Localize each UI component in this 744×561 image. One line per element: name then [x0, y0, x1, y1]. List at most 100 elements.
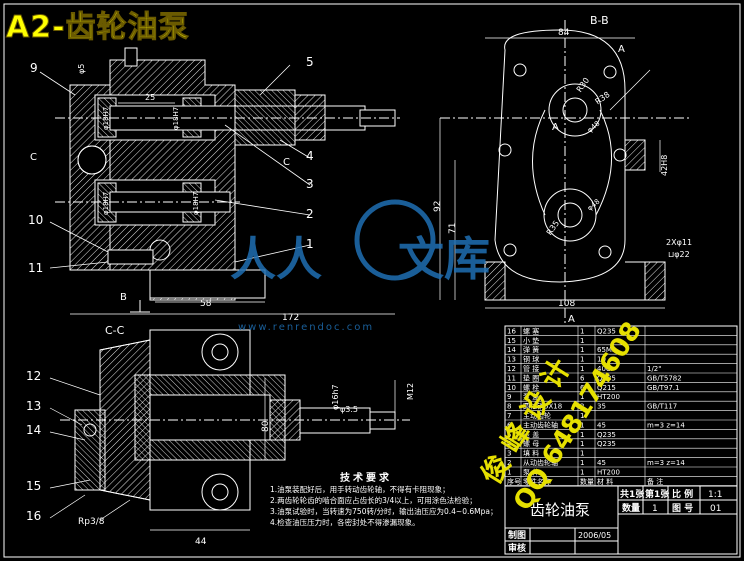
- balloon-numbers-main: 9 5 4 3 2 1 10 11: [28, 55, 314, 275]
- table-cell: 填 料: [523, 449, 539, 458]
- table-cell: 5: [507, 431, 511, 439]
- table-cell: 35: [597, 403, 606, 411]
- tech-requirements: 1.油泵装配好后，用手转动齿轮轴，不得有卡阻现象； 2.两齿轮轮齿的啮合面应占齿…: [270, 470, 502, 528]
- table-cell: 1: [580, 327, 584, 335]
- balloon-numbers-cc: 12 13 14 15 16: [26, 369, 41, 523]
- balloon-13: 13: [26, 399, 41, 413]
- tech-item-1: 1.油泵装配好后，用手转动齿轮轴，不得有卡阻现象；: [270, 485, 450, 494]
- table-header-cell: 备 注: [647, 477, 663, 486]
- table-cell: 管 接: [523, 364, 539, 373]
- label-b: B: [120, 292, 127, 303]
- table-cell: 1: [580, 365, 584, 373]
- date: 2006/05: [578, 531, 611, 540]
- logo-left-text: 人人: [230, 232, 322, 286]
- table-cell: 10: [597, 356, 606, 364]
- table-cell: 垫 圈: [523, 373, 539, 382]
- dim-16h7: φ16h7: [331, 384, 340, 410]
- dim-84: 84: [558, 28, 570, 38]
- main-section-view: [55, 47, 400, 313]
- logo-circle-icon: [354, 199, 436, 281]
- scale-label: 比 例: [672, 488, 693, 500]
- drawing-no-label: 图 号: [672, 503, 693, 514]
- table-header-cell: 材 料: [597, 477, 613, 486]
- table-cell: 螺 塞: [523, 326, 539, 335]
- label-a-bottom: A: [568, 314, 575, 325]
- sheet-border: [3, 3, 741, 558]
- dim-80: 80: [261, 420, 271, 432]
- sheet-label: 共1张: [620, 488, 645, 500]
- dim-58: 58: [200, 299, 212, 309]
- balloon-5: 5: [306, 55, 314, 69]
- balloon-10: 10: [28, 213, 43, 227]
- table-cell: Q235: [597, 440, 616, 448]
- tech-item-3: 3.油泵试验时，当转速为750转/分时，输出油压应为0.4~0.6Mpa；: [270, 507, 498, 516]
- side-dim-lines: [439, 37, 665, 309]
- table-cell: 螺 母: [523, 439, 539, 448]
- dim-92: 92: [433, 201, 443, 212]
- table-cell: 1: [580, 356, 584, 364]
- dim-48b: φ48: [586, 198, 602, 213]
- table-cell: 15: [507, 337, 516, 345]
- table-cell: 6: [580, 384, 585, 392]
- table-cell: 6: [507, 421, 512, 429]
- table-cell: 弹 簧: [523, 345, 539, 354]
- dim-18d: φ18H7: [192, 192, 200, 215]
- table-header-cell: 序号: [507, 477, 521, 486]
- dim-r30: R30: [575, 76, 591, 94]
- table-cell: 小 垫: [523, 336, 539, 345]
- dim-d-top: φ5: [77, 64, 86, 74]
- table-cell: m=3 z=14: [647, 421, 685, 429]
- section-cc-view: [60, 329, 410, 511]
- table-cell: GB/T97.1: [647, 384, 679, 392]
- dim-18c: φ18H7: [102, 192, 110, 215]
- tech-item-4: 4.检查油压压力时，各密封处不得渗漏现象。: [270, 518, 420, 527]
- balloon-1: 1: [306, 237, 314, 251]
- table-cell: 14: [507, 346, 516, 354]
- tech-requirements-title: 技术要求: [340, 473, 392, 484]
- table-cell: HT200: [597, 468, 620, 476]
- table-cell: 1: [580, 431, 584, 439]
- label-a-mid: A: [552, 122, 559, 133]
- table-cell: 1: [507, 468, 511, 476]
- table-cell: 45: [597, 459, 606, 467]
- dim-rp38: Rp3/8: [78, 517, 105, 527]
- table-cell: 40Cr: [597, 365, 614, 373]
- section-bb-label: B-B: [590, 14, 609, 27]
- table-cell: 12: [507, 365, 516, 373]
- dim-r35: R35: [545, 219, 561, 237]
- table-cell: 1: [580, 440, 584, 448]
- balloon-2: 2: [306, 207, 314, 221]
- dim-2x11: 2Xφ11: [666, 238, 692, 247]
- table-cell: Q215: [597, 384, 616, 392]
- page-title: A2-齿轮油泵: [6, 10, 190, 46]
- dim-35: φ3.5: [340, 405, 358, 414]
- sheet-no: 第1张: [645, 488, 670, 500]
- table-cell: 45: [597, 421, 606, 429]
- table-cell: 主动齿轮轴: [523, 420, 558, 429]
- dim-71: 71: [448, 223, 458, 234]
- table-cell: 8: [507, 403, 511, 411]
- table-cell: 主动齿轮: [523, 411, 551, 420]
- table-cell: 13: [507, 356, 516, 364]
- dim-r38: R38: [593, 90, 611, 106]
- watermark-url: www.renrendoc.com: [238, 322, 374, 333]
- dim-22: ⊔φ22: [668, 250, 690, 259]
- table-cell: 圆柱销5X18: [523, 402, 562, 411]
- logo-right-text: 文库: [398, 232, 490, 286]
- table-cell: 16: [507, 327, 516, 335]
- table-cell: GB/T117: [647, 403, 677, 411]
- label-a-top: A: [618, 44, 625, 55]
- table-cell: 1/2": [647, 365, 662, 373]
- main-dim-lines: [70, 102, 395, 315]
- table-cell: Q235: [597, 374, 616, 382]
- dim-25: 25: [145, 93, 155, 102]
- cc-dim-lines: [49, 377, 396, 531]
- dim-18a: φ18H7: [102, 107, 110, 130]
- balloon-9: 9: [30, 61, 38, 75]
- table-cell: 1: [580, 337, 584, 345]
- balloon-12: 12: [26, 369, 41, 383]
- table-cell: 2: [580, 403, 584, 411]
- table-cell: 4: [507, 440, 512, 448]
